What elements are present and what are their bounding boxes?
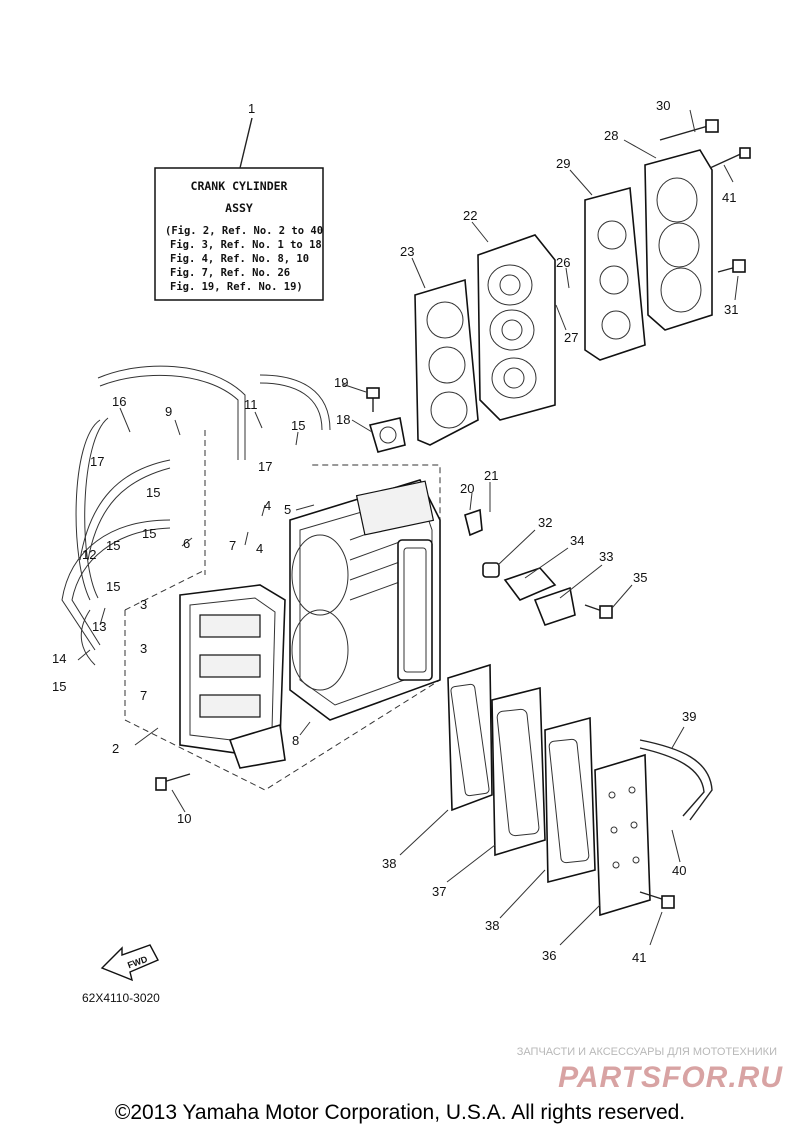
info-box-ref-0: (Fig. 2, Ref. No. 2 to 40 [165,225,323,237]
callout-2: 2 [112,741,119,756]
callout-21: 21 [484,468,498,483]
callout-18: 18 [336,412,350,427]
callout-3-b: 3 [140,641,147,656]
callout-36: 38 [382,856,396,871]
info-box-title-line2: ASSY [225,201,253,215]
callout-4-b: 4 [256,541,263,556]
info-box-ref-1: Fig. 3, Ref. No. 1 to 18 [170,239,322,251]
leader-lines [77,109,739,946]
callout-33: 35 [633,570,647,585]
cylinder-head-gasket [414,278,479,446]
callout-4-a: 4 [264,498,271,513]
diagram-code: 62X4110-3020 [82,991,160,1005]
exhaust-outer-cover-34 [594,753,651,917]
bolt-41 [709,147,751,169]
callout-30: 32 [538,515,552,530]
bracket-20 [464,508,483,537]
callout-41: 41 [722,190,736,205]
callout-15-d: 15 [106,538,120,553]
cylinder-head [477,234,556,421]
callout-25: 27 [564,330,578,345]
info-box: 1 CRANK CYLINDER ASSY (Fig. 2, Ref. No. … [154,101,324,301]
callout-32: 34 [570,533,584,548]
callout-40: 41 [632,950,646,965]
exhaust-gasket-37 [544,716,596,884]
cylinder-body [289,479,441,721]
info-box-ref-3: Fig. 7, Ref. No. 26 [170,267,290,279]
callout-3-a: 3 [140,597,147,612]
crankcase [179,584,286,769]
callout-7-a: 7 [229,538,236,553]
bolt-33 [584,604,613,619]
callout-15-e: 15 [106,579,120,594]
thermostat-cover-31 [533,586,576,626]
callout-27: 29 [556,156,570,171]
callout-6: 6 [183,536,190,551]
watermark: ЗАПЧАСТИ И АКСЕССУАРЫ ДЛЯ МОТОТЕХНИКИ PA… [517,1046,783,1094]
info-box-title-line1: CRANK CYLINDER [191,179,288,193]
bolt-40 [639,891,675,909]
callout-22: 22 [463,208,477,223]
callout-37: 38 [485,918,499,933]
callout-8: 8 [292,733,299,748]
hose-38 [639,739,713,821]
callout-numbers: 30 28 29 41 22 23 26 31 27 19 16 9 11 18… [52,98,738,965]
bolt-19 [366,387,380,412]
callout-35: 37 [432,884,446,899]
exhaust-inner-cover-35 [491,686,546,857]
callout-12: 12 [82,547,96,562]
thermostat-30 [482,562,500,578]
head-cover [644,149,713,331]
callout-1: 1 [248,101,255,116]
info-box-ref-4: Fig. 19, Ref. No. 19) [170,281,303,293]
bolt-28 [659,119,719,141]
hoses [61,365,331,666]
bolt-10 [155,773,191,791]
watermark-logo: PARTSFOR.RU [558,1061,783,1094]
callout-15-a: 15 [291,418,305,433]
head-cover-gasket [584,186,646,361]
exhaust-gasket-36 [447,663,493,812]
clamp-18 [368,417,406,453]
watermark-subtitle: ЗАПЧАСТИ И АКСЕССУАРЫ ДЛЯ МОТОТЕХНИКИ [517,1046,777,1058]
thermostat-cover-32 [503,567,557,601]
callout-15-b: 15 [146,485,160,500]
callout-16: 16 [112,394,126,409]
callout-38: 39 [682,709,696,724]
callout-31: 33 [599,549,613,564]
fwd-arrow: FWD [100,944,159,982]
callout-19: 19 [334,375,348,390]
callout-28: 30 [656,98,670,113]
callout-13: 13 [92,619,106,634]
callout-24: 26 [556,255,570,270]
callout-10: 10 [177,811,191,826]
callout-14: 14 [52,651,66,666]
callout-9: 9 [165,404,172,419]
callout-23: 23 [400,244,414,259]
callout-17-b: 17 [258,459,272,474]
callout-17-a: 17 [90,454,104,469]
callout-29: 31 [724,302,738,317]
callout-11: 11 [244,397,258,412]
callout-34: 36 [542,948,556,963]
callout-15-f: 15 [52,679,66,694]
callout-20: 20 [460,481,474,496]
bolt-29 [717,259,746,273]
copyright-notice: ©2013 Yamaha Motor Corporation, U.S.A. A… [114,1101,686,1124]
callout-15-c: 15 [142,526,156,541]
callout-26: 28 [604,128,618,143]
callout-7-b: 7 [140,688,147,703]
info-box-ref-2: Fig. 4, Ref. No. 8, 10 [170,253,309,265]
assembly-outline [124,430,441,791]
callout-39: 40 [672,863,686,878]
callout-5: 5 [284,502,291,517]
